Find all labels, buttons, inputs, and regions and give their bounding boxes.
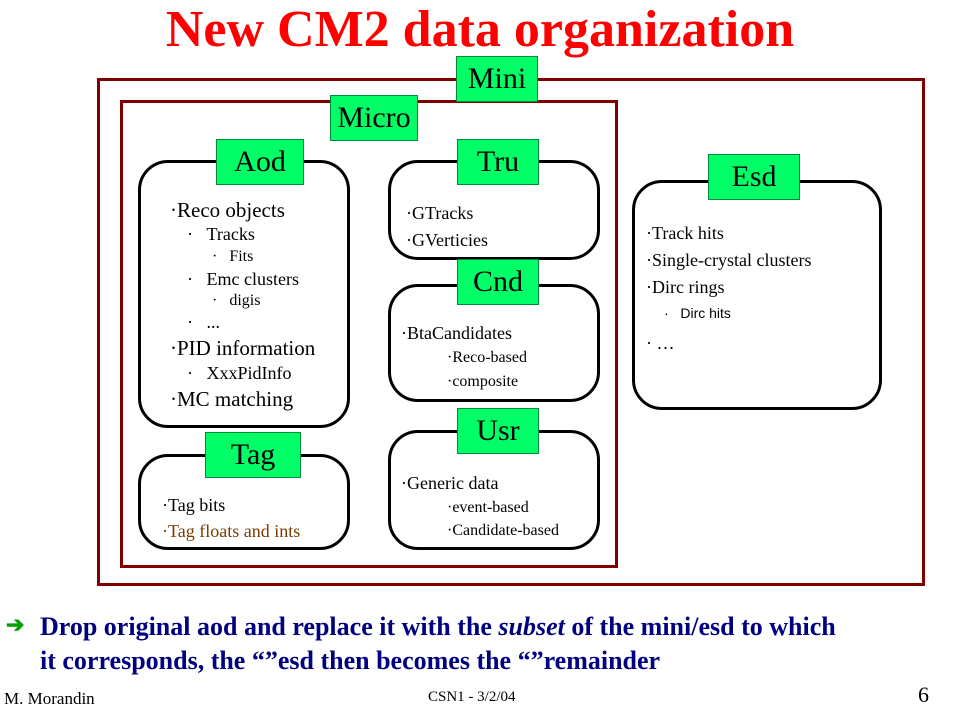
cnd-label: Cnd <box>457 259 539 305</box>
tru-label: Tru <box>457 139 539 185</box>
aod-emc-clusters: · Emc clusters <box>187 269 299 289</box>
tag-label: Tag <box>205 432 301 478</box>
footer-author: M. Morandin <box>4 689 95 708</box>
tru-gtracks: ·GTracks <box>406 203 474 223</box>
tag-floats: ·Tag floats and ints <box>162 521 301 541</box>
esd-dirc-rings: ·Dirc rings <box>646 277 725 297</box>
usr-label: Usr <box>457 408 539 454</box>
micro-label: Micro <box>330 95 418 141</box>
aod-digis: · digis <box>212 292 261 309</box>
aod-label: Aod <box>216 139 304 185</box>
bottom-line-2: it corresponds, the “”esd then becomes t… <box>40 646 661 675</box>
tru-gverticies: ·GVerticies <box>406 230 488 250</box>
usr-event-based: ·event-based <box>447 499 529 516</box>
page-title: New CM2 data organization <box>165 1 795 58</box>
esd-label: Esd <box>708 154 800 200</box>
esd-ellipsis: · … <box>646 333 675 353</box>
cnd-reco-based: ·Reco-based <box>447 349 527 366</box>
tag-bits: ·Tag bits <box>162 495 226 515</box>
esd-track-hits: ·Track hits <box>646 223 724 243</box>
bottom-line-1: Drop original aod and replace it with th… <box>40 612 836 641</box>
aod-xxx-pid-info: · XxxPidInfo <box>187 363 292 383</box>
arrow-bullet-icon: ➔ <box>6 612 25 637</box>
cnd-composite: ·composite <box>447 373 519 390</box>
aod-mc-matching: ·MC matching <box>170 387 294 411</box>
usr-candidate-based: ·Candidate-based <box>447 522 559 539</box>
aod-reco-objects: ·Reco objects <box>170 198 285 222</box>
esd-single-crystal: ·Single-crystal clusters <box>646 250 812 270</box>
footer-center: CSN1 - 3/2/04 <box>428 689 516 705</box>
esd-dirc-hits: · Dirc hits <box>664 305 731 321</box>
aod-pid-information: ·PID information <box>170 336 316 360</box>
footer-page-number: 6 <box>918 682 929 707</box>
usr-generic-data: ·Generic data <box>401 473 499 493</box>
mini-label: Mini <box>456 56 538 102</box>
aod-fits: · Fits <box>212 248 254 265</box>
aod-dots: · ... <box>187 312 220 332</box>
cnd-bta-candidates: ·BtaCandidates <box>401 323 512 343</box>
aod-tracks: · Tracks <box>187 224 255 244</box>
